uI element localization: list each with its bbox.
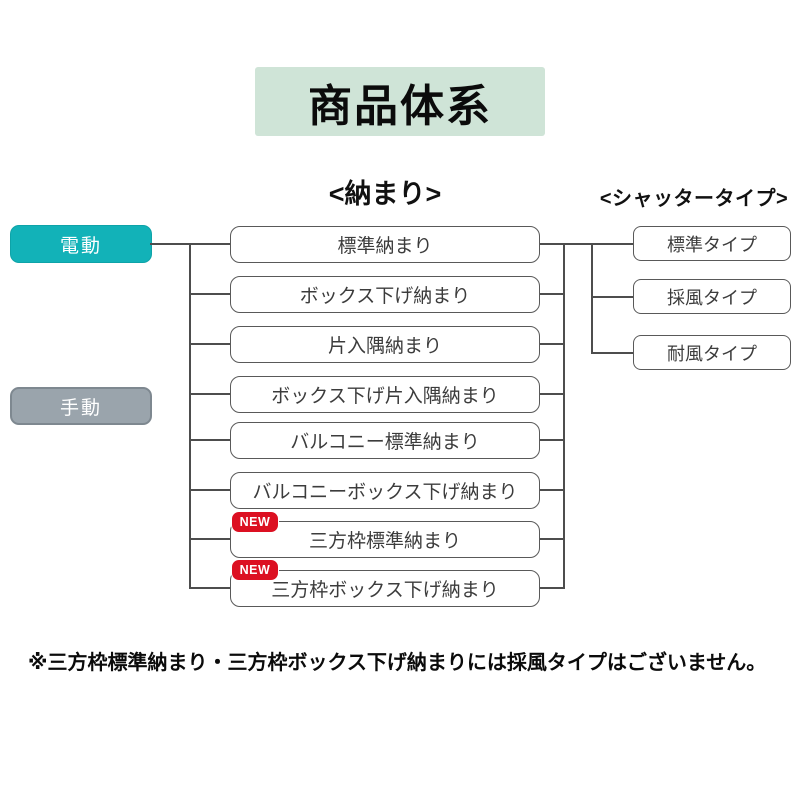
connector-line xyxy=(540,393,565,395)
connector-line xyxy=(189,243,191,589)
connector-line xyxy=(563,243,565,589)
column-header-osamari: <納まり> xyxy=(328,179,442,209)
new-badge: NEW xyxy=(231,511,279,533)
column-header-shutter-type: <シャッタータイプ> xyxy=(599,188,789,210)
osamari-node: ボックス下げ片入隅納まり xyxy=(230,376,540,413)
connector-line xyxy=(189,439,230,441)
connector-line xyxy=(189,393,230,395)
connector-line xyxy=(540,538,565,540)
connector-line xyxy=(540,243,633,245)
osamari-node: 三方枠標準納まり xyxy=(230,521,540,558)
type-node: 耐風タイプ xyxy=(633,335,791,370)
connector-line xyxy=(540,587,565,589)
connector-line xyxy=(189,538,230,540)
footnote-text: ※三方枠標準納まり・三方枠ボックス下げ納まりには採風タイプはございません。 xyxy=(28,652,767,674)
connector-line xyxy=(189,489,230,491)
page-title: 商品体系 xyxy=(255,67,545,136)
osamari-node: ボックス下げ納まり xyxy=(230,276,540,313)
osamari-node: 三方枠ボックス下げ納まり xyxy=(230,570,540,607)
connector-line xyxy=(540,343,565,345)
osamari-node: 標準納まり xyxy=(230,226,540,263)
connector-line xyxy=(540,489,565,491)
connector-line xyxy=(189,587,230,589)
connector-line xyxy=(591,243,593,354)
type-node: 採風タイプ xyxy=(633,279,791,314)
connector-line xyxy=(591,296,633,298)
connector-line xyxy=(189,293,230,295)
connector-line xyxy=(540,293,565,295)
connector-line xyxy=(540,439,565,441)
osamari-node: バルコニー標準納まり xyxy=(230,422,540,459)
drive-button-manual: 手動 xyxy=(10,387,152,425)
connector-line xyxy=(591,352,633,354)
osamari-node: バルコニーボックス下げ納まり xyxy=(230,472,540,509)
drive-button-electric: 電動 xyxy=(10,225,152,263)
osamari-node: 片入隅納まり xyxy=(230,326,540,363)
new-badge: NEW xyxy=(231,559,279,581)
connector-line xyxy=(189,343,230,345)
type-node: 標準タイプ xyxy=(633,226,791,261)
